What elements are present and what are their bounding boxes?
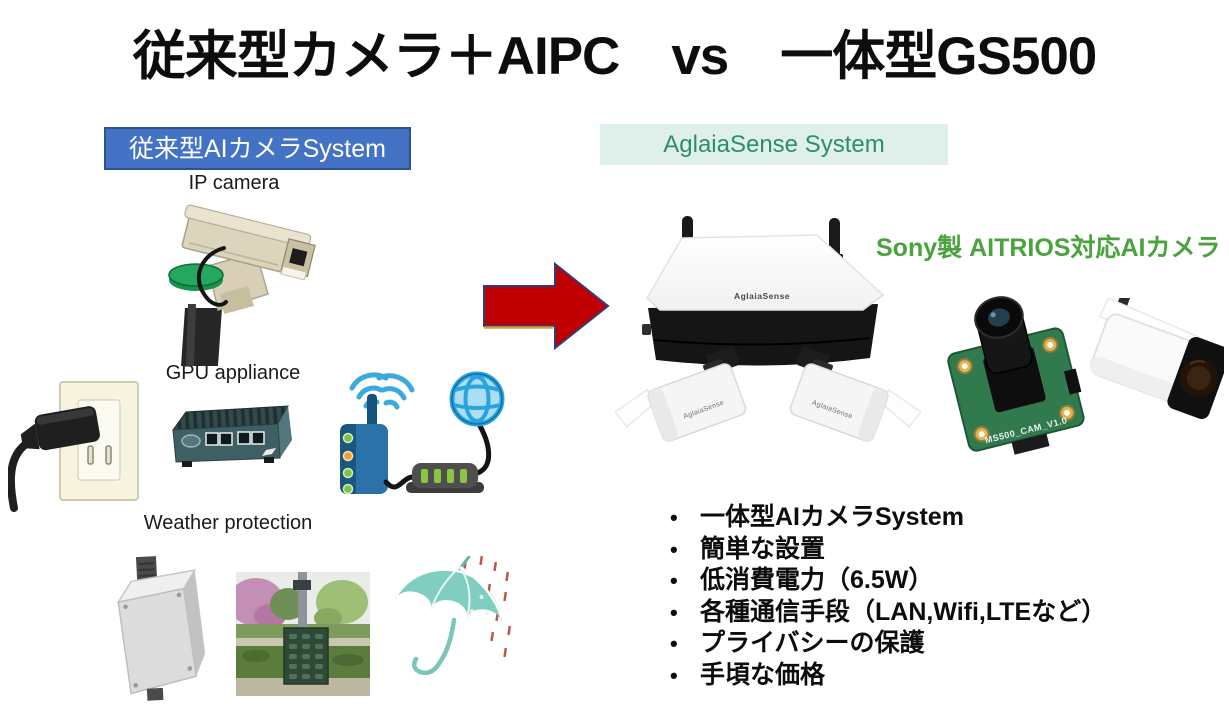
bullet-dot: •: [670, 536, 678, 562]
outlet-slot: [105, 445, 112, 465]
feature-item: •各種通信手段（LAN,Wifi,LTEなど）: [660, 597, 1106, 629]
pcb-camera-module-image: MS500_CAM_V1.0: [947, 296, 1085, 455]
hub-port: [460, 469, 467, 483]
weather-enclosure-icon: [116, 556, 206, 701]
power-outlet-icon: [8, 381, 139, 512]
ethernet-port: [205, 432, 219, 446]
bullet-camera-image: [1090, 298, 1224, 419]
feature-item: •簡単な設置: [660, 534, 1106, 566]
outlet-slot: [87, 445, 94, 465]
camera-housing: [181, 204, 316, 281]
wifi-icon: [349, 372, 415, 410]
feature-item: •低消費電力（6.5W）: [660, 565, 1106, 597]
internet-cable: [471, 423, 492, 477]
camera-pod-left: AglaiaSense: [614, 346, 747, 442]
gs500-device-image: AglaiaSense AglaiaSense AglaiaSense: [614, 216, 922, 442]
legacy-system-header: 従来型AIカメラSystem: [104, 127, 411, 170]
sony-aitrios-caption: Sony製 AITRIOS対応AIカメラ: [876, 234, 1221, 262]
umbrella-canopy: [395, 556, 504, 627]
router-led: [342, 483, 354, 495]
power-cable: [8, 440, 30, 512]
ip-camera-image: [168, 204, 316, 366]
page-title: 従来型カメラ＋AIPC vs 一体型GS500: [132, 27, 1098, 86]
feature-item: •手頃な価格: [660, 660, 1106, 692]
lan-cable: [383, 474, 417, 490]
outdoor-cabinet-photo: [236, 572, 370, 696]
umbrella-handle: [411, 617, 457, 676]
power-plug: [20, 406, 100, 451]
feature-item: •一体型AIカメラSystem: [660, 502, 1106, 534]
feature-item: •プライバシーの保護: [660, 628, 1106, 660]
bullet-dot: •: [670, 599, 678, 625]
network-cluster: [340, 371, 505, 495]
camera-pod-right: AglaiaSense: [789, 346, 922, 442]
camera-pole: [298, 572, 307, 634]
bullet-dot: •: [670, 631, 678, 656]
bullet-dot: •: [670, 505, 678, 530]
feature-list: •一体型AIカメラSystem •簡単な設置 •低消費電力（6.5W） •各種通…: [660, 502, 1106, 691]
router-led: [342, 432, 354, 444]
ip-camera-label: IP camera: [188, 172, 280, 194]
ethernet-port: [219, 432, 233, 446]
gpu-appliance-icon: [171, 405, 292, 467]
globe-icon: [449, 371, 505, 427]
gpu-appliance-label: GPU appliance: [165, 362, 301, 384]
ethernet-port: [237, 431, 251, 445]
camera-cable: [196, 246, 228, 307]
aglaiasense-system-header: AglaiaSense System: [600, 124, 948, 165]
device-base: [648, 304, 878, 366]
hub-port: [447, 469, 454, 483]
hub-port: [421, 469, 428, 483]
device-brand-text: AglaiaSense: [734, 291, 790, 301]
ethernet-port: [251, 431, 265, 445]
umbrella-icon: [395, 556, 512, 676]
camera-lens: [1186, 366, 1211, 391]
camera-lens: [289, 248, 308, 267]
arrow-right-icon: [483, 261, 610, 351]
bullet-dot: •: [670, 662, 678, 688]
hub-port: [434, 469, 441, 483]
router-led: [342, 467, 354, 479]
weather-protection-label: Weather protection: [143, 512, 313, 534]
router-led: [342, 450, 354, 462]
bullet-dot: •: [670, 568, 678, 593]
router-antenna: [367, 394, 377, 430]
